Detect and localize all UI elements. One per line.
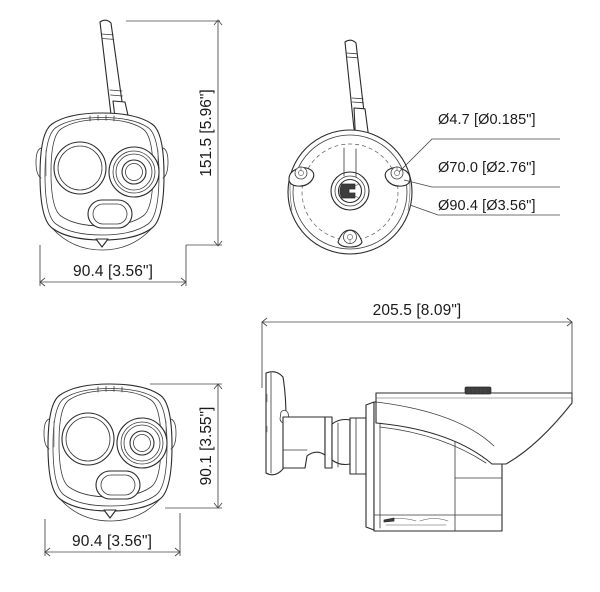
keyhole-slot-right xyxy=(384,166,411,187)
sun-shield-hood xyxy=(375,392,573,465)
dimension-height-front-bottom xyxy=(150,383,223,509)
callout-diameter-70: Ø70.0 [Ø2.76"] xyxy=(438,160,536,176)
dimension-label-width-90-4-top: 90.4 [3.56"] xyxy=(73,263,153,280)
view-front-bottom xyxy=(43,383,223,557)
thermal-lens-front xyxy=(53,141,107,195)
view-side-profile xyxy=(261,317,573,532)
callout-diameter-90-4: Ø90.4 [Ø3.56"] xyxy=(438,198,536,214)
mounting-arm xyxy=(282,416,333,469)
thermal-lens-front-bottom xyxy=(61,412,115,466)
keyhole-slot-left xyxy=(288,166,315,187)
keyhole-slot-bottom xyxy=(337,229,363,248)
dimension-length-side xyxy=(261,317,573,398)
hood-connector-detail xyxy=(464,386,492,395)
cable-hub-center xyxy=(330,147,370,211)
view-front-top xyxy=(35,19,223,287)
dimension-width-front-bottom xyxy=(44,513,181,557)
callout-leaders-rear xyxy=(398,138,560,216)
dimension-label-height-151-5: 151.5 [5.96"] xyxy=(198,89,215,176)
optical-lens-front xyxy=(108,146,160,198)
optical-lens-front-bottom xyxy=(116,417,168,469)
dimension-label-length-205-5: 205.5 [8.09"] xyxy=(373,302,462,319)
callout-diameter-4-7: Ø4.7 [Ø0.185"] xyxy=(438,112,536,128)
dimension-label-width-90-4-bottom: 90.4 [3.56"] xyxy=(72,533,152,550)
dimension-label-height-90-1: 90.1 [3.55"] xyxy=(198,407,215,486)
view-rear-base xyxy=(287,39,560,255)
swivel-joint xyxy=(331,417,367,475)
dimension-width-front-top xyxy=(39,245,187,287)
ir-illuminator-front-bottom xyxy=(95,470,141,500)
ir-illuminator-front xyxy=(87,199,133,229)
wall-mount-plate xyxy=(265,371,290,476)
dimension-height-front-top xyxy=(126,19,223,247)
